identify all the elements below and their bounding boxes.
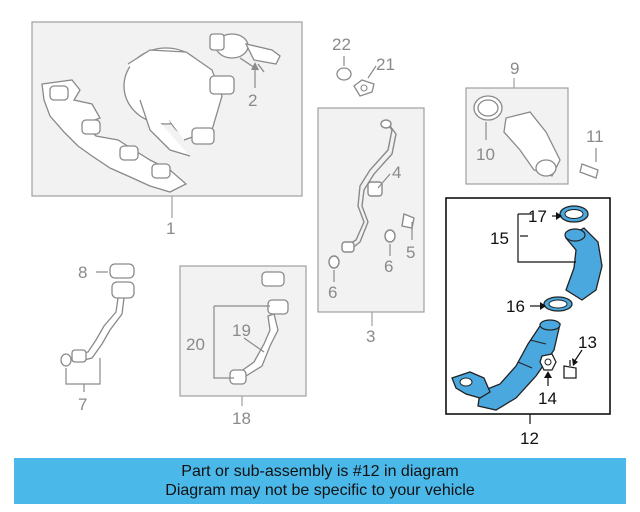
callout-15: 15 <box>490 229 509 248</box>
callout-2: 2 <box>248 91 257 110</box>
group-box-turbocharger[interactable]: 2 1 <box>31 21 303 238</box>
callout-6-left: 6 <box>328 283 337 302</box>
banner-line-1: Part or sub-assembly is #12 in diagram <box>181 463 459 480</box>
callout-3: 3 <box>366 327 375 346</box>
callout-6: 6 <box>384 257 393 276</box>
callout-4: 4 <box>392 163 401 182</box>
part-15-hose[interactable] <box>564 227 603 301</box>
part-12-pipe[interactable] <box>451 319 561 411</box>
callout-7: 7 <box>78 395 87 414</box>
part-13-bolt[interactable] <box>563 360 577 379</box>
callout-18: 18 <box>232 409 251 428</box>
vacuum-hose-drawing <box>229 271 289 385</box>
callout-11: 11 <box>586 127 604 146</box>
callout-16: 16 <box>506 297 525 316</box>
part-16-clamp[interactable] <box>543 296 573 312</box>
part-17-clamp[interactable] <box>559 205 589 223</box>
callout-1: 1 <box>166 219 175 238</box>
callout-8: 8 <box>78 263 87 282</box>
callout-5: 5 <box>406 243 415 262</box>
part-21-plug[interactable]: 21 <box>353 55 395 97</box>
callout-10: 10 <box>476 145 495 164</box>
callout-21: 21 <box>376 55 395 74</box>
callout-14: 14 <box>538 389 557 408</box>
group-drain-line[interactable]: 8 7 <box>60 263 135 414</box>
banner-line-2: Diagram may not be specific to your vehi… <box>165 482 475 499</box>
drain-line-drawing <box>60 263 135 367</box>
group-box-outlet-pipe[interactable]: 9 10 <box>465 59 569 185</box>
callout-19: 19 <box>232 321 251 340</box>
outlet-pipe-drawing <box>473 95 561 177</box>
callout-22: 22 <box>332 35 351 54</box>
group-box-vacuum-hose[interactable]: 20 19 18 <box>179 265 307 428</box>
actuator-drawing <box>209 33 281 73</box>
callout-12: 12 <box>520 429 539 448</box>
callout-17: 17 <box>528 207 547 226</box>
callout-9: 9 <box>510 59 519 78</box>
callout-20: 20 <box>186 335 205 354</box>
part-22-gasket[interactable]: 22 <box>332 35 352 81</box>
info-banner: Part or sub-assembly is #12 in diagram D… <box>14 458 626 504</box>
group-box-intercooler-pipe[interactable]: 17 15 16 13 14 12 <box>445 197 611 448</box>
callout-13: 13 <box>578 333 597 352</box>
turbocharger-drawing <box>41 47 235 193</box>
part-14-nut[interactable] <box>539 353 557 371</box>
oil-line-drawing <box>328 119 415 269</box>
group-box-oil-line[interactable]: 4 5 6 6 3 <box>317 107 425 346</box>
part-11-bolt[interactable]: 11 <box>579 127 604 179</box>
